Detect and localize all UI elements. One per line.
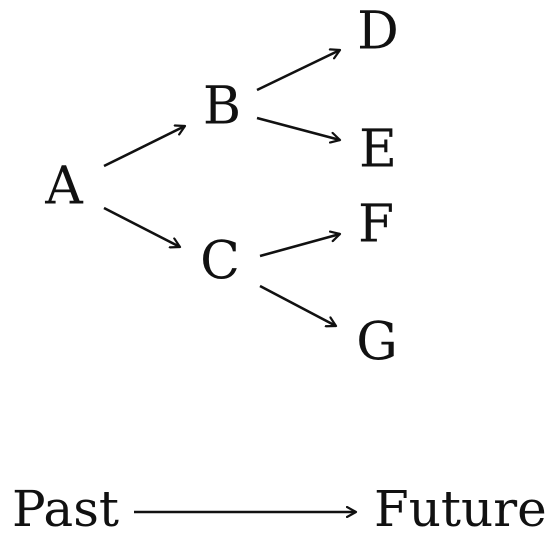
edge-a-c <box>103 206 180 247</box>
timeline-start-label: Past <box>12 480 119 538</box>
node-d: D <box>357 2 399 62</box>
node-b: B <box>203 77 241 137</box>
node-f: F <box>358 195 394 255</box>
node-a: A <box>44 157 84 217</box>
edge-b-e <box>256 116 340 140</box>
edge-c-f <box>259 234 340 258</box>
node-e: E <box>359 120 397 180</box>
timeline-end-label: Future <box>374 480 547 538</box>
edge-c-g <box>259 284 336 326</box>
node-c: C <box>200 232 240 292</box>
node-g: G <box>356 313 398 373</box>
edge-a-b <box>103 126 185 168</box>
edge-b-d <box>256 50 340 92</box>
